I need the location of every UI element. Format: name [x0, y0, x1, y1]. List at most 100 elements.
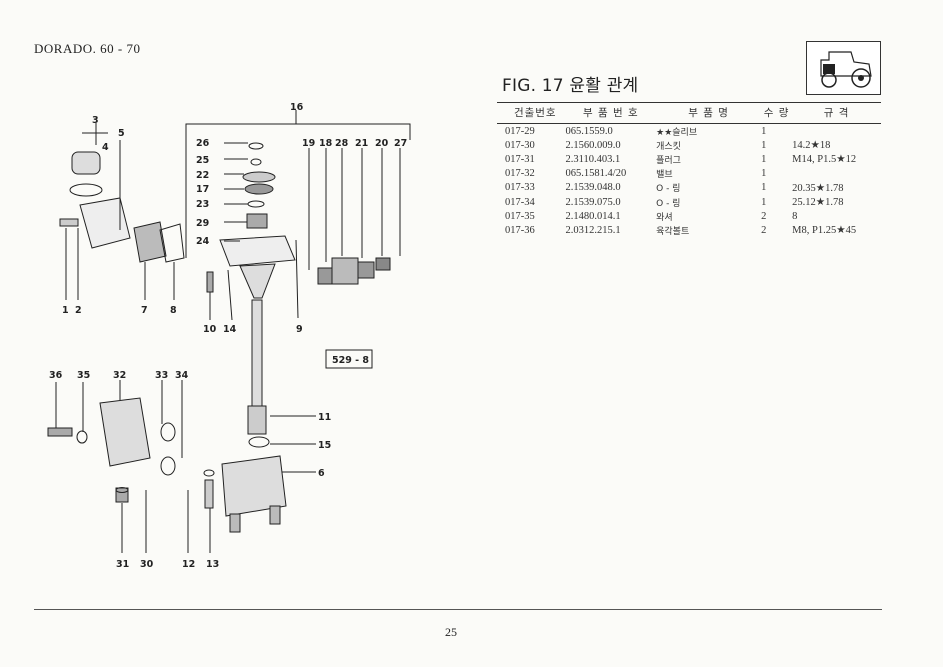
cell-spec: 25.12★1.78 — [792, 197, 844, 209]
callout: 27 — [394, 138, 407, 149]
callout: 26 — [196, 138, 210, 149]
figure-name: 윤활 관계 — [569, 76, 639, 96]
ref-box — [325, 349, 373, 369]
cell-part-name: 개스킷 — [656, 141, 681, 152]
cell-part-number: 065.1559.0 — [565, 125, 613, 137]
callout: 34 — [175, 370, 189, 381]
table-row: 017-34 2.1539.075.0 O - 링 1 25.12★1.78 — [497, 195, 881, 209]
callout: 33 — [155, 370, 168, 381]
table-row: 017-31 2.3110.403.1 플러그 1 M14, P1.5★12 — [497, 152, 881, 166]
cell-part-name: O - 링 — [656, 198, 681, 209]
callout: 19 — [302, 138, 315, 149]
cell-spec: 14.2★18 — [792, 140, 831, 152]
callout: 13 — [206, 559, 219, 570]
cell-ref: 017-35 — [505, 210, 535, 222]
cell-part-number: 2.1539.075.0 — [565, 196, 621, 208]
col-qty: 수 량 — [761, 102, 793, 124]
callout: 16 — [290, 102, 304, 113]
table-row: 017-35 2.1480.014.1 와셔 2 8 — [497, 209, 881, 223]
cell-qty: 1 — [761, 153, 767, 165]
cell-ref: 017-31 — [505, 153, 535, 165]
cell-qty: 1 — [761, 168, 767, 180]
callout: 3 — [92, 115, 99, 126]
cell-qty: 1 — [761, 125, 767, 137]
cell-ref: 017-36 — [505, 224, 535, 236]
callout: 36 — [49, 370, 63, 381]
cell-qty: 1 — [761, 139, 767, 151]
col-spec: 규 격 — [792, 102, 881, 124]
callout: 20 — [375, 138, 389, 149]
cell-spec — [792, 124, 881, 139]
cell-part-name: 와셔 — [656, 212, 673, 223]
callout: 30 — [140, 559, 154, 570]
callout: 15 — [318, 440, 331, 451]
cell-part-number: 2.1560.009.0 — [565, 139, 621, 151]
cell-part-name: O - 링 — [656, 184, 681, 195]
cell-qty: 2 — [761, 224, 767, 236]
cell-qty: 1 — [761, 182, 767, 194]
callout: 11 — [318, 412, 331, 423]
cell-spec: M8, P1.25★45 — [792, 225, 857, 237]
footer-divider — [34, 609, 882, 610]
cell-ref: 017-34 — [505, 196, 535, 208]
cell-qty: 1 — [761, 196, 767, 208]
ref-box-label: 529 - 8 — [332, 355, 369, 366]
cell-spec — [792, 167, 881, 181]
callout: 23 — [196, 199, 209, 210]
callout: 31 — [116, 559, 129, 570]
cell-ref: 017-33 — [505, 182, 535, 194]
cell-part-name: 플러그 — [656, 155, 681, 166]
callout: 1 — [62, 305, 69, 316]
table-row: 017-32 065.1581.4/20 밸브 1 — [497, 167, 881, 181]
callout: 17 — [196, 184, 209, 195]
table-header-row: 건출번호 부 품 번 호 부 품 명 수 량 규 격 — [497, 102, 881, 124]
tractor-icon — [806, 41, 881, 95]
table-row: 017-33 2.1539.048.0 O - 링 1 20.35★1.78 — [497, 181, 881, 195]
table-row: 017-29 065.1559.0 ★★슬리브 1 — [497, 124, 881, 139]
callout: 7 — [141, 305, 148, 316]
table-row: 017-36 2.0312.215.1 육각볼트 2 M8, P1.25★45 — [497, 223, 881, 237]
cell-ref: 017-30 — [505, 139, 535, 151]
callout: 2 — [75, 305, 82, 316]
callout: 5 — [118, 128, 125, 139]
cell-spec: M14, P1.5★12 — [792, 154, 857, 166]
callout: 25 — [196, 155, 209, 166]
callout: 4 — [102, 142, 109, 153]
exploded-diagram: 529 - 8 16 3 5 4 26 25 22 17 23 29 24 19… — [47, 102, 411, 570]
callout: 6 — [318, 468, 325, 479]
callout: 21 — [355, 138, 368, 149]
callout: 28 — [335, 138, 349, 149]
cell-ref: 017-32 — [505, 168, 535, 180]
model-label: DORADO. 60 - 70 — [34, 41, 141, 56]
callout: 9 — [296, 324, 303, 335]
parts-table: 건출번호 부 품 번 호 부 품 명 수 량 규 격 017-29 065.15… — [497, 102, 881, 238]
cell-qty: 2 — [761, 210, 767, 222]
figure-number: FIG. 17 — [502, 76, 564, 96]
cell-spec: 8 — [792, 210, 798, 222]
cell-part-number: 2.3110.403.1 — [565, 153, 621, 165]
col-ref: 건출번호 — [497, 102, 566, 124]
col-part-name: 부 품 명 — [656, 102, 762, 124]
table-row: 017-30 2.1560.009.0 개스킷 1 14.2★18 — [497, 138, 881, 152]
cell-part-name: 밸브 — [656, 170, 673, 181]
callout: 12 — [182, 559, 195, 570]
cell-ref: 017-29 — [505, 125, 535, 137]
cell-part-name: ★★슬리브 — [656, 127, 698, 138]
callout: 29 — [196, 218, 209, 229]
cell-spec: 20.35★1.78 — [792, 182, 844, 194]
cell-part-number: 065.1581.4/20 — [565, 168, 627, 180]
callout: 24 — [196, 236, 210, 247]
cell-part-number: 2.1539.048.0 — [565, 182, 621, 194]
col-part-number: 부 품 번 호 — [565, 102, 657, 124]
callout: 18 — [319, 138, 333, 149]
figure-title: FIG. 17 윤활 관계 — [502, 71, 638, 96]
callout: 32 — [113, 370, 126, 381]
cell-part-name: 육각볼트 — [656, 226, 690, 237]
callout: 35 — [77, 370, 90, 381]
page-number: 25 — [445, 625, 457, 639]
cell-part-number: 2.0312.215.1 — [565, 224, 621, 236]
callout: 10 — [203, 324, 217, 335]
callout: 8 — [170, 305, 177, 316]
cell-part-number: 2.1480.014.1 — [565, 210, 621, 222]
callout: 14 — [223, 324, 237, 335]
